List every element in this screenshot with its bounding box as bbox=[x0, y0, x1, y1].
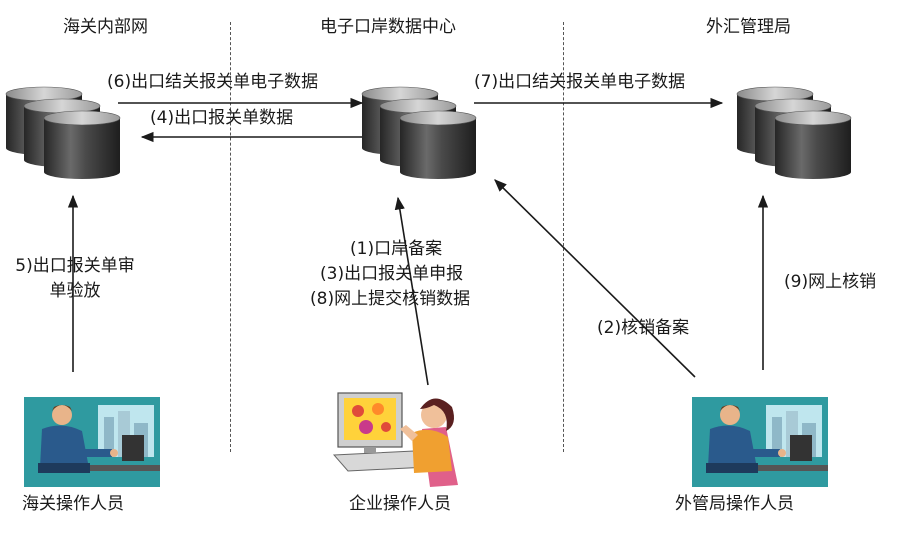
operator-icon-customs bbox=[24, 397, 160, 487]
flow-label-6: (6)出口结关报关单电子数据 bbox=[107, 72, 319, 92]
arrow-f1-f3-f8 bbox=[394, 196, 429, 386]
divider-left bbox=[230, 22, 231, 452]
flow-label-8: (8)网上提交核销数据 bbox=[310, 289, 471, 309]
flow-label-4: (4)出口报关单数据 bbox=[150, 108, 294, 128]
flow-label-5: 5)出口报关单审 单验放 bbox=[0, 255, 150, 302]
flow-label-9: (9)网上核销 bbox=[784, 272, 877, 292]
arrow-f2 bbox=[494, 179, 696, 378]
database-icon-port bbox=[362, 87, 476, 179]
column-title-port: 电子口岸数据中心 bbox=[320, 17, 456, 37]
flow-label-3: (3)出口报关单申报 bbox=[320, 264, 464, 284]
database-icon-customs bbox=[6, 87, 120, 179]
actor-label-enterprise: 企业操作人员 bbox=[349, 494, 451, 514]
operator-icon-forex bbox=[692, 397, 828, 487]
flow-label-2: (2)核销备案 bbox=[597, 318, 690, 338]
flow-label-5-line2: 单验放 bbox=[49, 281, 101, 301]
database-icon-forex bbox=[737, 87, 851, 179]
flow-label-7: (7)出口结关报关单电子数据 bbox=[474, 72, 686, 92]
column-title-customs: 海关内部网 bbox=[63, 17, 148, 37]
flow-label-5-line1: 5)出口报关单审 bbox=[15, 256, 135, 276]
actor-label-customs: 海关操作人员 bbox=[22, 494, 124, 514]
column-title-forex: 外汇管理局 bbox=[706, 17, 791, 37]
actor-label-forex: 外管局操作人员 bbox=[675, 494, 794, 514]
divider-right bbox=[563, 22, 564, 452]
operator-icon-enterprise bbox=[332, 392, 458, 487]
flow-label-1: (1)口岸备案 bbox=[350, 239, 443, 259]
